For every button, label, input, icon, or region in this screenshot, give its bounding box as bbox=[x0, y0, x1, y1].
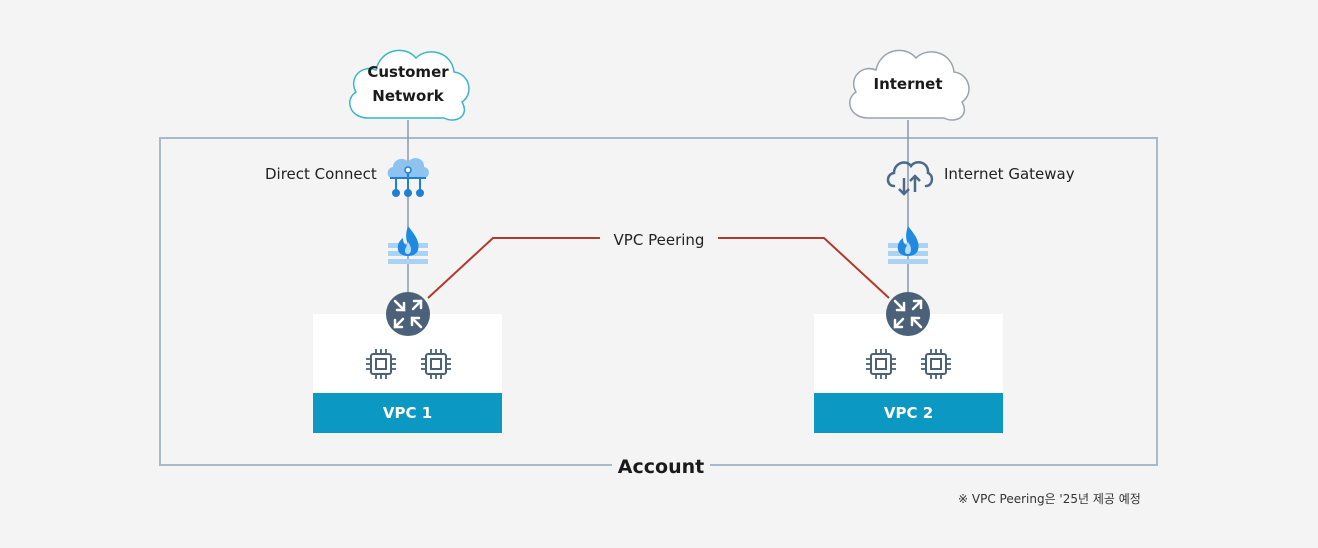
footnote: ※ VPC Peering은 '25년 제공 예정 bbox=[958, 492, 1141, 506]
direct-connect-icon bbox=[387, 158, 429, 197]
instance-chip-icon bbox=[866, 349, 896, 379]
vpc-1-label: VPC 1 bbox=[313, 393, 502, 433]
vpc-2: VPC 2 bbox=[814, 314, 1003, 433]
firewall-icon bbox=[888, 226, 928, 264]
direct-connect-label: Direct Connect bbox=[265, 165, 377, 183]
instance-chip-icon bbox=[921, 349, 951, 379]
account-label: Account bbox=[612, 455, 710, 479]
vpc-peering-label: VPC Peering bbox=[600, 228, 718, 252]
internet-gateway-icon bbox=[886, 160, 934, 196]
instance-chip-icon bbox=[366, 349, 396, 379]
router-icon bbox=[386, 292, 430, 336]
internet-cloud-icon bbox=[849, 49, 970, 121]
internet-gateway-label: Internet Gateway bbox=[944, 165, 1075, 183]
firewall-icon bbox=[388, 226, 428, 264]
customer-network-cloud-icon bbox=[349, 49, 470, 121]
router-icon bbox=[886, 292, 930, 336]
vpc-2-label: VPC 2 bbox=[814, 393, 1003, 433]
internet-label: Internet bbox=[873, 75, 943, 93]
instance-chip-icon bbox=[421, 349, 451, 379]
